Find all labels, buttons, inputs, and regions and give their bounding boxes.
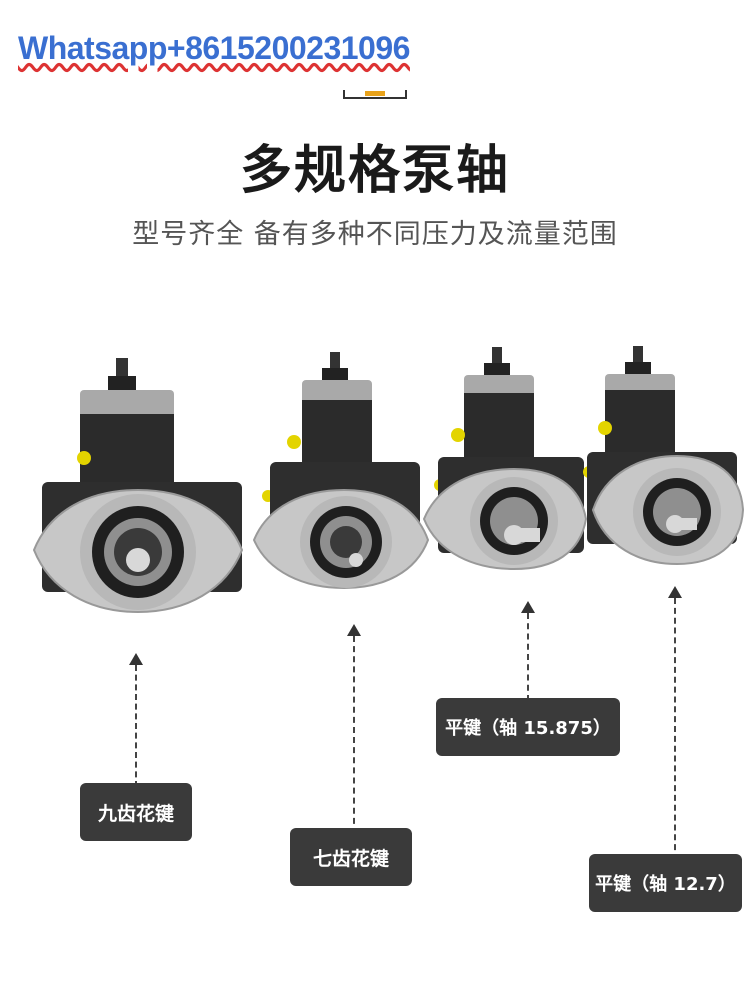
pointer-flat-key-127 [666,586,684,860]
label-seven-tooth-spline: 七齿花键 [290,828,412,886]
title-ornament [343,90,407,99]
pointer-nine-tooth [127,653,145,787]
pointer-seven-tooth [345,624,363,834]
label-nine-tooth-spline: 九齿花键 [80,783,192,841]
pump-nine-tooth-spline [32,358,244,614]
pump-flat-key-15875 [422,347,588,571]
label-flat-key-15875: 平键（轴 15.875） [436,698,620,756]
whatsapp-watermark: Whatsapp+8615200231096 [18,30,410,66]
page-subtitle: 型号齐全 备有多种不同压力及流量范围 [132,219,618,250]
pointer-flat-key-15875 [519,601,537,701]
label-flat-key-127: 平键（轴 12.7） [589,854,742,912]
pump-flat-key-127 [583,346,745,566]
page-title: 多规格泵轴 [239,141,510,201]
pump-seven-tooth-spline [252,352,430,590]
